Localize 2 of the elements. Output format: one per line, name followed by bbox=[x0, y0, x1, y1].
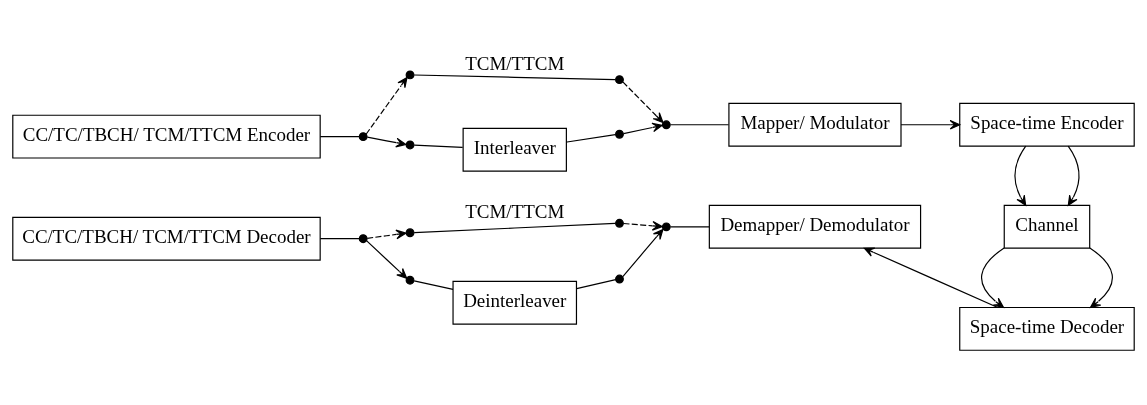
edge-label: TCM/TTCM bbox=[465, 52, 565, 74]
edge-label: TCM/TTCM bbox=[465, 201, 565, 223]
